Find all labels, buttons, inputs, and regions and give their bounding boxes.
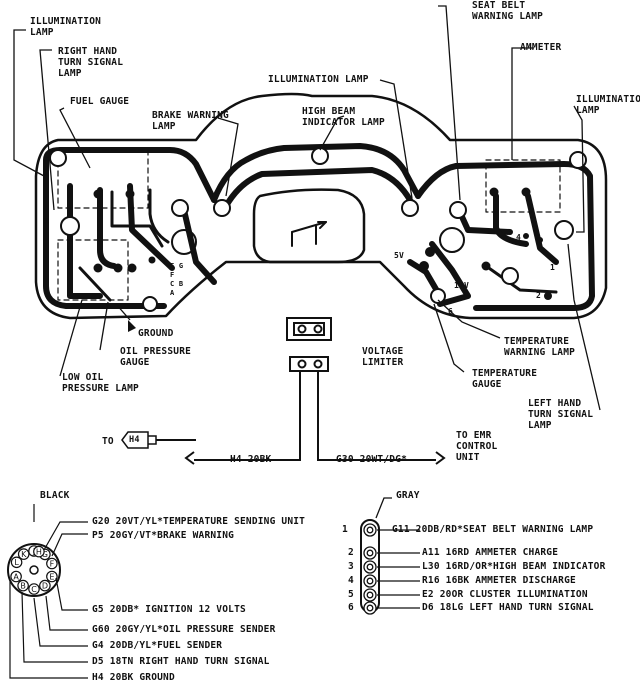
gray-number-6: 6 [348,602,354,613]
gray-connector-title: GRAY [396,490,420,501]
black-circuit-g60: G60 20GY/YL*OIL PRESSURE SENDER [92,624,276,635]
gray-pin-hole [366,577,374,585]
callout-illumination-lamp-top: ILLUMINATION LAMP [268,74,369,85]
gray-number-4: 4 [348,575,354,586]
callout-right-turn-signal-lamp: RIGHT HAND TURN SIGNAL LAMP [58,46,124,79]
to-label: TO [102,436,114,447]
black-circuit-d5: D5 18TN RIGHT HAND TURN SIGNAL [92,656,270,667]
center-window [252,188,366,264]
board-mark-12v: 12V [454,281,470,290]
gray-number-1: 1 [342,524,348,535]
black-circuit-g5: G5 20DB* IGNITION 12 VOLTS [92,604,246,615]
g30-wire-label: G30 20WT/DG* [336,454,408,465]
lamp-sockets [49,147,587,312]
callout-temperature-gauge: TEMPERATURE GAUGE [472,368,538,390]
black-pin-socket [39,579,51,592]
callout-left-turn-signal-lamp: LEFT HAND TURN SIGNAL LAMP [528,398,594,431]
h4-box-label: H4 [129,435,140,445]
board-mark-3: 3 [44,217,50,226]
gray-circuit-g11: G11 20DB/RD*SEAT BELT WARNING LAMP [392,524,594,535]
board-mark-5v: 5V [394,251,405,260]
callout-low-oil-pressure-lamp: LOW OIL PRESSURE LAMP [62,372,139,394]
black-pin-letter: H [36,547,42,556]
black-circuit-g20: G20 20VT/YL*TEMPERATURE SENDING UNIT [92,516,306,527]
black-circuit-g4: G4 20DB/YL*FUEL SENDER [92,640,223,651]
black-pin-letter: A [13,572,19,581]
callout-illumination-lamp-right: ILLUMINATION LAMP [576,94,640,116]
h4-20bk-wire-label: H4 20BK [230,454,272,465]
voltage-limiter-connector [156,317,446,465]
ground-symbol [128,320,136,332]
gray-circuit-r16: R16 16BK AMMETER DISCHARGE [422,575,576,586]
black-pin-socket [10,556,23,569]
board-mark-2: 2 [536,291,542,300]
emr-control-unit-label: TO EMR CONTROL UNIT [456,430,498,463]
callout-high-beam-indicator: HIGH BEAM INDICATOR LAMP [302,106,385,128]
black-pin-socket [33,545,45,558]
callout-illumination-lamp-left: ILLUMINATION LAMP [30,16,102,38]
callout-voltage-limiter: VOLTAGE LIMITER [362,346,404,368]
gray-circuit-e2: E2 20OR CLUSTER ILLUMINATION [422,589,588,600]
black-pin-socket [17,579,29,592]
callout-seat-belt-warning-lamp: SEAT BELT WARNING LAMP [472,0,544,22]
board-mark-4: 4 [516,233,522,242]
callout-oil-pressure-gauge: OIL PRESSURE GAUGE [120,346,192,368]
black-pin-letter: D [42,581,48,590]
gray-pin-hole [366,604,374,612]
black-pin-letter: E [49,572,54,581]
board-mark-1: 1 [550,263,556,272]
black-pin-letter: C [31,585,37,594]
black-connector-face: JKLABCDEFGH [7,504,88,679]
gray-connector [360,497,420,615]
callout-ammeter: AMMETER [520,42,562,53]
gray-number-3: 3 [348,561,354,572]
gray-number-2: 2 [348,547,354,558]
gray-pin-hole [366,563,374,571]
black-pin-letter: F [50,559,55,568]
black-circuit-p5: P5 20GY/VT*BRAKE WARNING [92,530,235,541]
board-mark-6: 6 [448,307,454,316]
gray-pin-hole [366,591,374,599]
black-pin-socket [28,583,40,595]
black-pin-socket [17,548,30,560]
gray-pin-hole [366,526,374,534]
callout-temperature-warning-lamp: TEMPERATURE WARNING LAMP [504,336,576,358]
black-pin-letter: B [20,581,26,590]
black-pin-letter: G [42,550,48,559]
board-cluster-pin-letters: E G F C B A [170,262,184,297]
gray-pin-hole [366,549,374,557]
gray-circuit-a11: A11 16RD AMMETER CHARGE [422,547,559,558]
black-pin-letter: K [21,550,27,559]
black-pin-socket [10,570,22,583]
callout-ground: GROUND [138,328,174,339]
black-circuit-h4: H4 20BK GROUND [92,672,175,683]
black-pin-socket [46,570,58,583]
gray-number-5: 5 [348,589,354,600]
circuit-board-outline [34,92,608,320]
callout-fuel-gauge: FUEL GAUGE [70,96,130,107]
gray-circuit-d6: D6 18LG LEFT HAND TURN SIGNAL [422,602,594,613]
black-pin-letter: L [14,558,19,567]
callout-brake-warning-lamp: BRAKE WARNING LAMP [152,110,229,132]
h4-connector-arrow [121,431,157,449]
black-pin-socket [46,557,58,570]
callout-leaders [13,5,601,411]
gray-circuit-l30: L30 16RD/OR*HIGH BEAM INDICATOR [422,561,606,572]
black-connector-title: BLACK [40,490,70,501]
